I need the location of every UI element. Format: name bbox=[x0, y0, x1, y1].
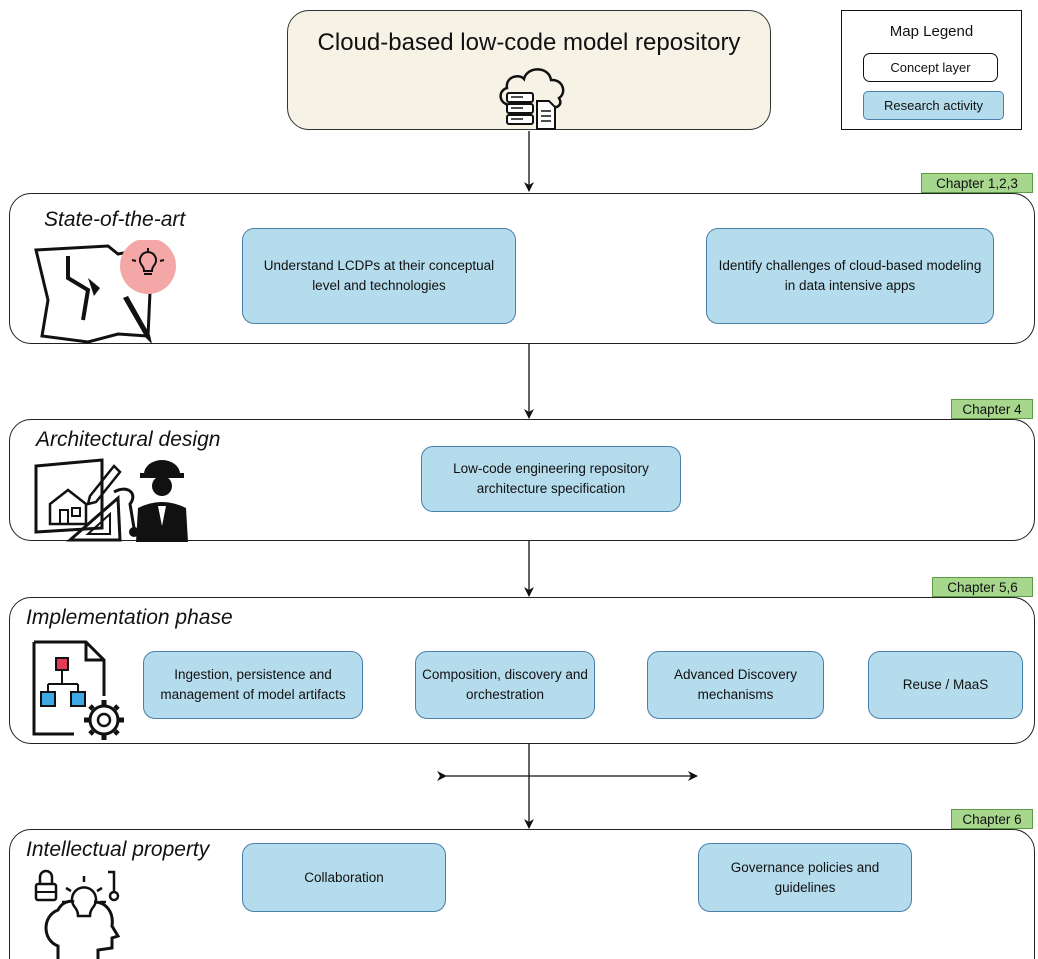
chapter-badge-arch: Chapter 4 bbox=[951, 399, 1033, 419]
legend-title: Map Legend bbox=[889, 23, 974, 40]
band-title-state: State-of-the-art bbox=[44, 208, 186, 231]
legend-concept-layer: Concept layer bbox=[863, 53, 998, 82]
activity-composition: Composition, discovery and orchestration bbox=[415, 651, 595, 719]
legend-research-activity: Research activity bbox=[863, 91, 1004, 120]
activity-repo-architecture: Low-code engineering repository architec… bbox=[421, 446, 681, 512]
activity-identify-challenges: Identify challenges of cloud-based model… bbox=[706, 228, 994, 324]
cloud-server-icon bbox=[499, 68, 565, 130]
head-idea-lock-icon bbox=[34, 869, 121, 959]
chapter-badge-ip: Chapter 6 bbox=[951, 809, 1033, 829]
activity-ingestion: Ingestion, persistence and management of… bbox=[143, 651, 363, 719]
map-legend: Map Legend Concept layer Research activi… bbox=[841, 10, 1022, 130]
repository-title: Cloud-based low-code model repository bbox=[317, 29, 741, 56]
activity-collaboration: Collaboration bbox=[242, 843, 446, 912]
document-flow-gear-icon bbox=[32, 640, 124, 740]
band-intellectual-property: Intellectual property Collaboration Gove… bbox=[9, 829, 1035, 959]
chapter-badge-state: Chapter 1,2,3 bbox=[921, 173, 1033, 193]
activity-governance: Governance policies and guidelines bbox=[698, 843, 912, 912]
activity-reuse-maas: Reuse / MaaS bbox=[868, 651, 1023, 719]
repository-concept-box: Cloud-based low-code model repository bbox=[287, 10, 771, 130]
activity-advanced-discovery: Advanced Discovery mechanisms bbox=[647, 651, 824, 719]
band-state-of-the-art: State-of-the-art Understand LCDPs at the… bbox=[9, 193, 1035, 344]
chapter-badge-impl: Chapter 5,6 bbox=[932, 577, 1033, 597]
band-title-ip: Intellectual property bbox=[26, 838, 210, 861]
architect-icon bbox=[34, 458, 188, 542]
idea-map-icon bbox=[34, 240, 176, 344]
band-title-impl: Implementation phase bbox=[26, 606, 233, 629]
activity-understand-lcdps: Understand LCDPs at their conceptual lev… bbox=[242, 228, 516, 324]
band-title-arch: Architectural design bbox=[36, 428, 221, 451]
band-implementation-phase: Implementation phase bbox=[9, 597, 1035, 744]
band-architectural-design: Architectural design Low-code engineerin… bbox=[9, 419, 1035, 542]
